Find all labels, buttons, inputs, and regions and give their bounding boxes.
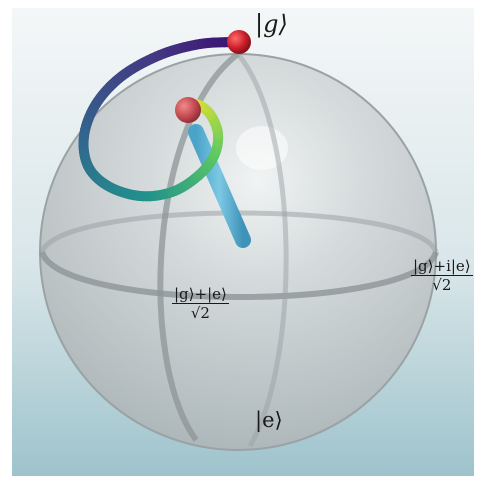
plus-state-label: |g⟩+|e⟩ √2: [172, 287, 229, 321]
north-pole-marker: [227, 30, 251, 54]
sphere-surface: [39, 53, 437, 451]
meridian-back: [236, 52, 289, 448]
equator-front: [39, 250, 439, 300]
plus-state-denominator: √2: [190, 304, 210, 322]
meridian-front: [157, 51, 240, 442]
state-vector: [188, 124, 251, 248]
state-marker: [175, 97, 201, 123]
plus-i-state-denominator: √2: [432, 276, 452, 294]
plus-i-state-numerator: |g⟩+i|e⟩: [411, 257, 473, 276]
excited-state-label: |e⟩: [255, 408, 283, 432]
plus-i-state-label: |g⟩+i|e⟩ √2: [411, 259, 473, 293]
plus-state-numerator: |g⟩+|e⟩: [172, 285, 229, 304]
ground-state-label: |g⟩: [255, 10, 288, 38]
